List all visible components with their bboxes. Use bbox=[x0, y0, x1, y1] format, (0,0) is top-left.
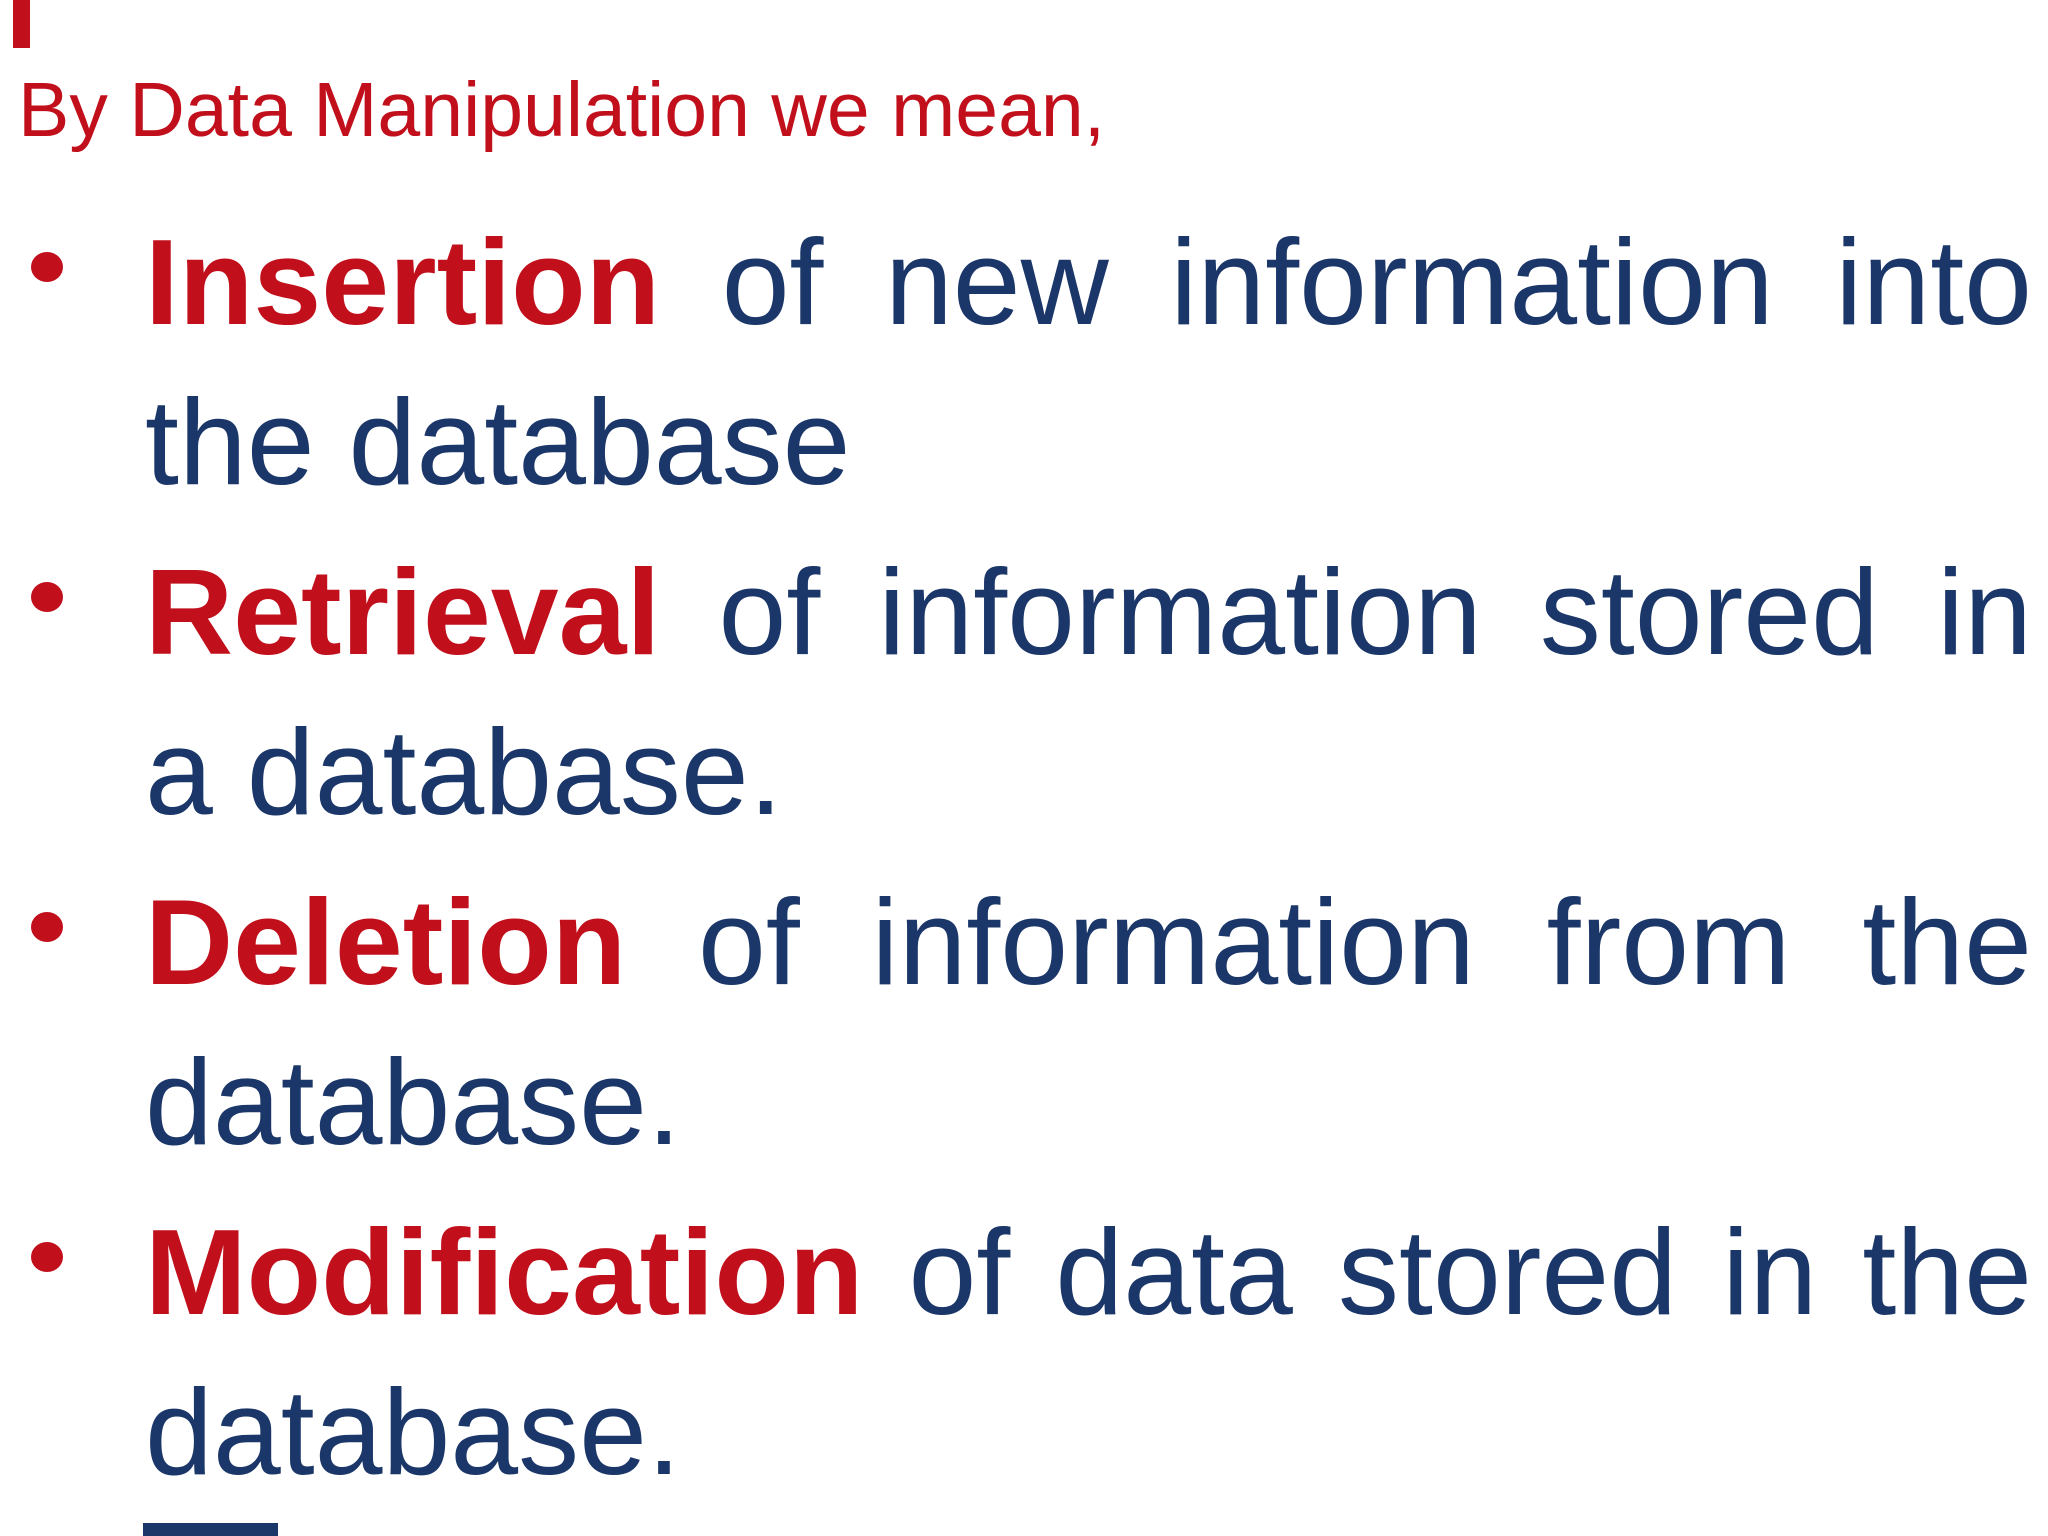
bullet-text: of data stored in the bbox=[863, 1204, 2032, 1340]
bullet-text: database. bbox=[145, 1364, 681, 1500]
bullet-line: a database. bbox=[145, 692, 2032, 852]
bullet-text: database. bbox=[145, 1034, 681, 1170]
bullet-line: the database bbox=[145, 362, 2032, 522]
bullet-dot-icon bbox=[31, 582, 63, 612]
bullet-text: of information stored in bbox=[660, 544, 2032, 680]
bullet-line: Retrieval of information stored in bbox=[145, 532, 2032, 692]
bullet-line: Deletion of information from the bbox=[145, 862, 2032, 1022]
bullet-text: the database bbox=[145, 374, 851, 510]
bullet-line: Insertion of new information into bbox=[145, 202, 2032, 362]
bullet-keyword: Deletion bbox=[145, 874, 627, 1010]
bullet-text: of information from the bbox=[626, 874, 2032, 1010]
bullet-line: Modification of data stored in the bbox=[145, 1192, 2032, 1352]
bullet-keyword: Retrieval bbox=[145, 544, 661, 680]
bottom-navy-bar bbox=[143, 1523, 278, 1536]
slide-header-text: By Data Manipulation we mean, bbox=[18, 67, 1106, 153]
top-left-red-bar bbox=[13, 0, 30, 48]
bullet-text: a database. bbox=[145, 704, 783, 840]
bullet-dot-icon bbox=[31, 1242, 63, 1272]
bullet-text: of new information into bbox=[660, 214, 2032, 350]
bullet-keyword: Insertion bbox=[145, 214, 661, 350]
bullet-line: database. bbox=[145, 1022, 2032, 1182]
bullet-line: database. bbox=[145, 1352, 2032, 1512]
bullet-keyword: Modification bbox=[145, 1204, 864, 1340]
bullet-dot-icon bbox=[31, 252, 63, 282]
bullet-dot-icon bbox=[31, 912, 63, 942]
